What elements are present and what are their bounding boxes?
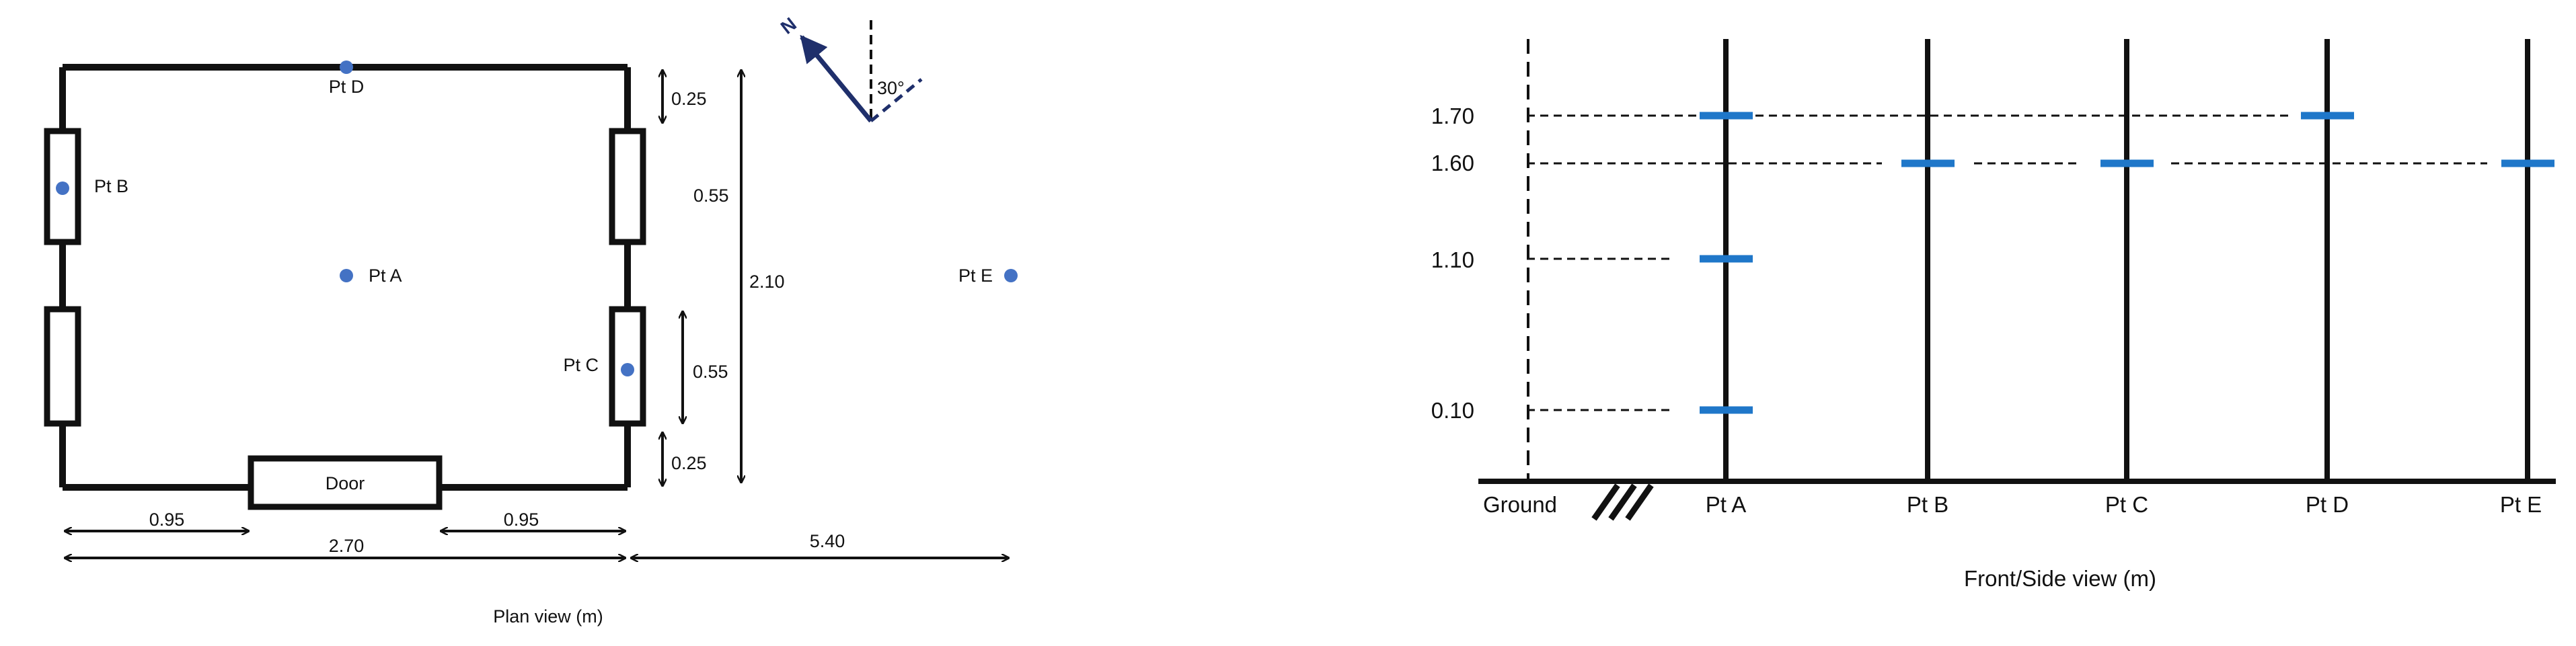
level-label-0-10: 0.10 <box>1431 398 1474 423</box>
level-label-1-60: 1.60 <box>1431 151 1474 175</box>
dim-label-lower-window: 0.55 <box>693 362 728 382</box>
pole-label-d: Pt D <box>2306 492 2349 517</box>
point-marker-d <box>340 60 353 74</box>
door <box>248 455 443 510</box>
front-view-caption: Front/Side view (m) <box>1964 566 2156 591</box>
compass-angle-label: 30° <box>877 78 905 98</box>
ground-label: Ground <box>1483 492 1557 517</box>
dim-label-height: 2.10 <box>749 272 785 292</box>
compass-north-label: N <box>777 13 800 38</box>
front-view: Ground 1.70 1.60 1.10 0.10 <box>1431 39 2556 591</box>
window-left-lower <box>44 306 81 427</box>
pole-label-c: Pt C <box>2105 492 2148 517</box>
dim-label-right-wall: 0.95 <box>504 510 539 530</box>
dim-label-bottom-gap: 0.25 <box>671 453 707 473</box>
point-label-c: Pt C <box>563 355 599 375</box>
plan-view-caption: Plan view (m) <box>493 606 603 627</box>
compass-offset-line <box>870 78 923 122</box>
point-label-b: Pt B <box>94 176 128 196</box>
level-label-1-10: 1.10 <box>1431 247 1474 272</box>
plan-view: Door Pt A Pt B Pt C Pt D Pt E 0.25 0.55 … <box>44 13 1018 627</box>
window-right-upper <box>609 128 646 245</box>
point-label-d: Pt D <box>329 77 365 97</box>
ground-hatch-icon <box>1591 483 1654 521</box>
north-arrow-icon <box>800 34 873 123</box>
point-label-e: Pt E <box>958 266 993 286</box>
point-marker-e <box>1004 269 1018 282</box>
door-label: Door <box>326 473 365 493</box>
pole-label-a: Pt A <box>1706 492 1747 517</box>
dim-label-top-gap: 0.25 <box>671 89 707 109</box>
point-marker-a <box>340 269 353 282</box>
pole-label-e: Pt E <box>2500 492 2542 517</box>
dim-label-width: 2.70 <box>329 536 365 556</box>
point-marker-b <box>56 181 69 195</box>
dim-label-left-wall: 0.95 <box>149 510 185 530</box>
window-left-upper <box>44 128 81 245</box>
point-label-a: Pt A <box>369 266 402 286</box>
pole-label-b: Pt B <box>1907 492 1948 517</box>
compass: N 30° <box>777 13 923 123</box>
level-label-1-70: 1.70 <box>1431 104 1474 128</box>
dim-label-distance-e: 5.40 <box>810 531 845 551</box>
point-marker-c <box>621 363 634 376</box>
dim-label-upper-window: 0.55 <box>693 186 729 206</box>
